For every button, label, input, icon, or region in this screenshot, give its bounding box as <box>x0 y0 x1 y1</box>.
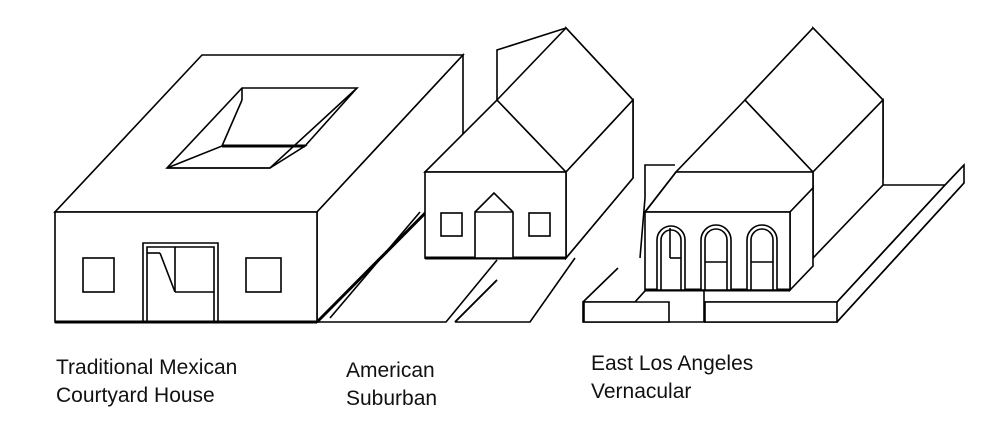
caption-line: Vernacular <box>591 380 692 403</box>
suburban-house-entry <box>474 191 514 259</box>
caption-line: Suburban <box>346 387 438 410</box>
caption-east-los-angeles-vernacular: East Los Angeles Vernacular <box>591 350 753 406</box>
vernacular-porch-arches <box>656 224 778 291</box>
courtyard-house-entry <box>142 242 219 322</box>
suburban-house-window-right <box>528 212 551 237</box>
caption-line: Courtyard House <box>56 384 215 407</box>
caption-line: Traditional Mexican <box>56 356 238 379</box>
american-suburban-house <box>317 25 635 323</box>
suburban-house-window-left <box>440 212 463 237</box>
courtyard-opening <box>165 87 360 169</box>
caption-line: American <box>346 359 435 382</box>
caption-line: East Los Angeles <box>591 352 754 375</box>
courtyard-house-window-left <box>82 257 115 293</box>
courtyard-house-window-right <box>245 257 282 293</box>
east-la-vernacular-house <box>454 26 965 323</box>
caption-traditional-mexican-courtyard-house: Traditional Mexican Courtyard House <box>56 354 237 410</box>
mexican-courtyard-house <box>53 52 465 324</box>
caption-american-suburban: American Suburban <box>346 357 437 413</box>
vernacular-porch-roof <box>643 171 814 213</box>
